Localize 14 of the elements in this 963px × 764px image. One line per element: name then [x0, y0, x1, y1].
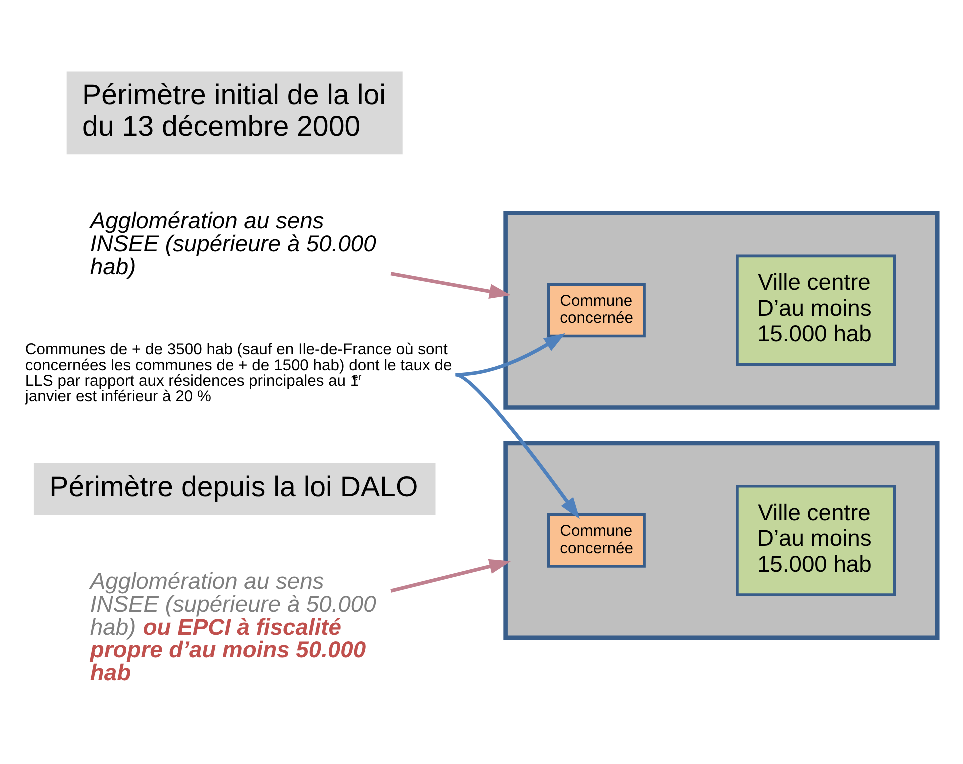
- arrow: [455, 373, 580, 520]
- arrow: [390, 272, 512, 300]
- node-box: Commune concernée: [547, 514, 646, 568]
- arrow: [456, 333, 566, 377]
- node-box: Périmètre depuis la loi DALO: [34, 464, 436, 515]
- node-text: Agglomération au sens INSEE (supérieure à 50.000 hab): [90, 208, 376, 280]
- node-box: Périmètre initial de la loi du 13 décembre 2000: [66, 72, 403, 155]
- node-box: Ville centre D’au moins 15.000 hab: [736, 484, 896, 596]
- node-box: Ville centre D’au moins 15.000 hab: [736, 254, 896, 366]
- node-box: Commune concernée: [547, 283, 646, 338]
- node-text: Agglomération au sens INSEE (supérieure à 50.000 hab) ou EPCI à fiscalité propre d’au moins 50.000 hab: [90, 568, 376, 686]
- cluster: [504, 441, 940, 640]
- cluster: [504, 211, 940, 410]
- arrow: [390, 559, 512, 593]
